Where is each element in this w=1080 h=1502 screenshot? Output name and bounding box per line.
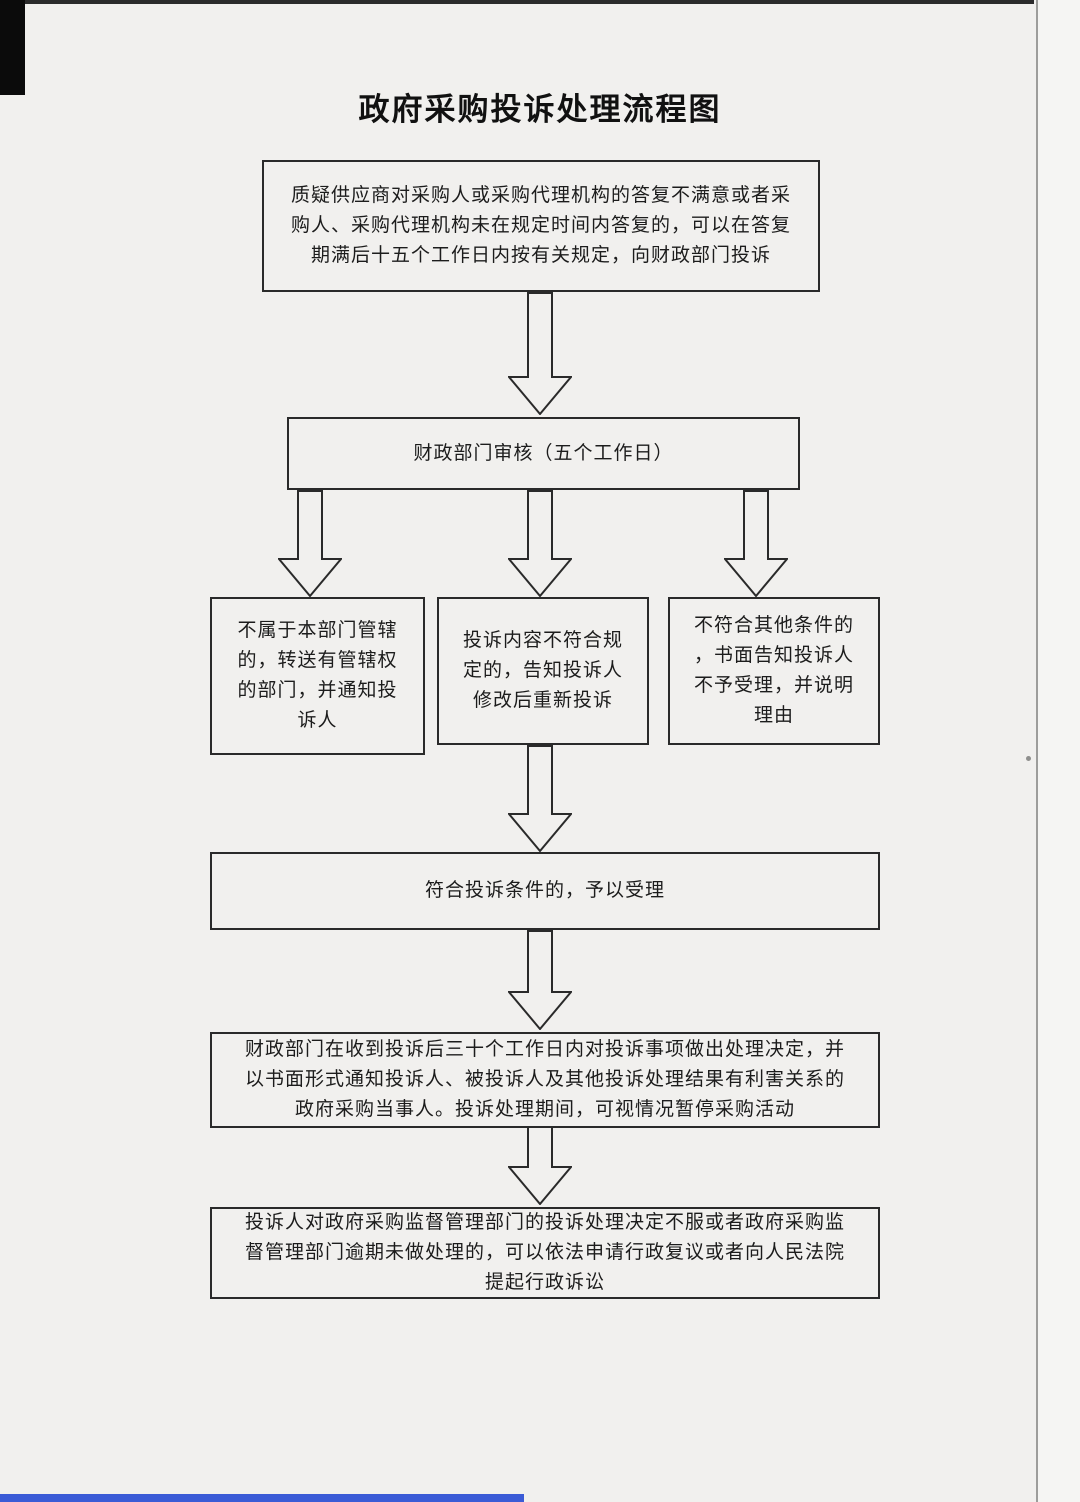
down-arrow-icon (724, 490, 788, 597)
down-arrow-icon (508, 1126, 572, 1205)
down-arrow-icon (278, 490, 342, 597)
scan-artifact-dot (1026, 756, 1031, 761)
flow-box-other-conditions-rejected: 不符合其他条件的 ，书面告知投诉人 不予受理，并说明 理由 (668, 597, 880, 745)
scan-artifact-right-line (1036, 0, 1038, 1502)
flow-box-appeal-litigation: 投诉人对政府采购监督管理部门的投诉处理决定不服或者政府采购监 督管理部门逾期未做… (210, 1207, 880, 1299)
flow-box-handling-decision: 财政部门在收到投诉后三十个工作日内对投诉事项做出处理决定，并 以书面形式通知投诉… (210, 1032, 880, 1128)
scan-artifact-top-line (0, 0, 1034, 4)
flow-box-finance-review: 财政部门审核（五个工作日） (287, 417, 800, 490)
flow-box-not-jurisdiction: 不属于本部门管辖 的，转送有管辖权 的部门，并通知投 诉人 (210, 597, 425, 755)
scan-artifact-right-margin (1038, 0, 1080, 1502)
scan-artifact-left-bar (0, 0, 25, 95)
scan-artifact-bottom-blue-strip (0, 1494, 524, 1502)
down-arrow-icon (508, 930, 572, 1030)
down-arrow-icon (508, 292, 572, 415)
down-arrow-icon (508, 490, 572, 597)
flow-box-complaint-source: 质疑供应商对采购人或采购代理机构的答复不满意或者采 购人、采购代理机构未在规定时… (262, 160, 820, 292)
page-title: 政府采购投诉处理流程图 (358, 92, 722, 127)
down-arrow-icon (508, 745, 572, 852)
flow-box-accepted: 符合投诉条件的，予以受理 (210, 852, 880, 930)
flow-box-content-nonconforming: 投诉内容不符合规 定的，告知投诉人 修改后重新投诉 (437, 597, 649, 745)
